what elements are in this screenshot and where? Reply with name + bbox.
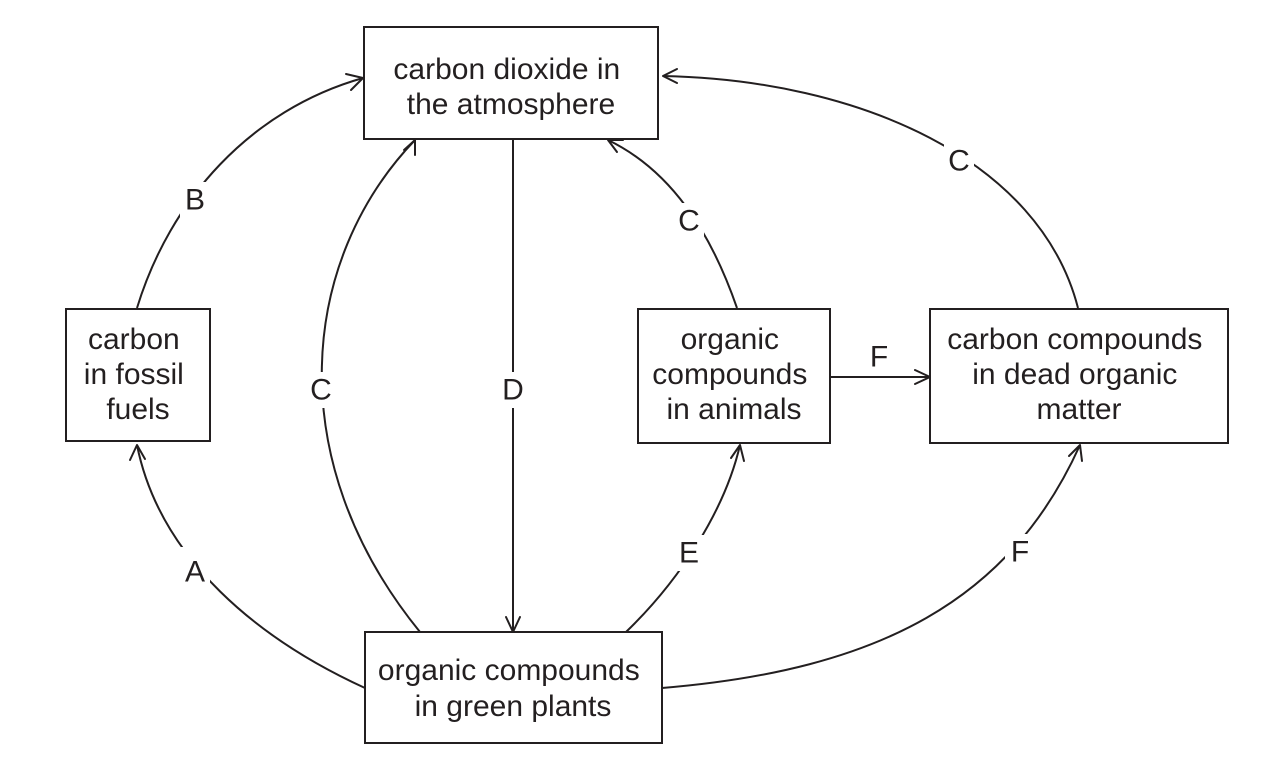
node-animals-box xyxy=(637,308,831,444)
edge-plants-to-dead xyxy=(661,444,1081,689)
node-fossil-box xyxy=(65,308,211,442)
edge-label-d: D xyxy=(502,374,524,407)
arrowhead-plants-to-animals xyxy=(730,444,745,462)
node-fossil-text: carbon in fossil fuels xyxy=(84,323,192,426)
node-animals: organic compounds in animals xyxy=(637,308,831,444)
edge-fossil-to-atmosphere xyxy=(136,77,364,309)
node-atmosphere-line-1: carbon dioxide in xyxy=(393,53,620,86)
node-animals-line-1: organic xyxy=(681,323,779,356)
node-plants-box xyxy=(364,631,663,744)
edge-label-c-animals: C xyxy=(678,205,700,238)
arrowhead-plants-to-fossil xyxy=(129,444,146,461)
arrowhead-plants-to-atmosphere xyxy=(403,139,416,156)
edge-label-c-dead: C xyxy=(948,145,970,178)
edge-label-f-animals: F xyxy=(870,341,888,374)
node-atmosphere-box xyxy=(363,26,659,140)
node-plants-line-2: in green plants xyxy=(415,690,612,723)
edge-label-b: B xyxy=(185,184,205,217)
node-fossil-line-2: in fossil xyxy=(84,358,184,391)
arrowhead-dead-to-atmosphere xyxy=(662,68,678,84)
edge-label-c-plants: C xyxy=(310,374,332,407)
edge-animals-to-atmosphere xyxy=(607,139,738,309)
node-dead-box xyxy=(929,308,1229,444)
edge-plants-to-atmosphere xyxy=(320,139,421,633)
node-dead: carbon compounds in dead organic matter xyxy=(929,308,1229,444)
edge-plants-to-fossil xyxy=(136,444,366,689)
node-plants-text: organic compounds in green plants xyxy=(378,654,648,723)
node-dead-line-3: matter xyxy=(1036,393,1121,426)
node-animals-line-2: compounds xyxy=(652,358,807,391)
arrowhead-plants-to-dead xyxy=(1068,444,1083,462)
node-fossil: carbon in fossil fuels xyxy=(65,308,211,442)
node-dead-line-2: in dead organic xyxy=(972,358,1177,391)
node-atmosphere: carbon dioxide in the atmosphere xyxy=(363,26,659,140)
node-plants-line-1: organic compounds xyxy=(378,654,640,687)
node-fossil-line-3: fuels xyxy=(106,393,169,426)
node-plants: organic compounds in green plants xyxy=(364,631,663,744)
node-dead-line-1: carbon compounds xyxy=(947,323,1202,356)
node-fossil-line-1: carbon xyxy=(88,323,180,356)
node-atmosphere-text: carbon dioxide in the atmosphere xyxy=(393,53,628,121)
node-dead-text: carbon compounds in dead organic matter xyxy=(947,323,1211,426)
edge-dead-to-atmosphere xyxy=(662,75,1079,309)
edge-labels: A B C D C C E F F xyxy=(180,143,1035,589)
node-animals-text: organic compounds in animals xyxy=(652,323,815,426)
edge-label-e: E xyxy=(679,537,699,570)
node-atmosphere-line-2: the atmosphere xyxy=(407,88,615,121)
node-animals-line-3: in animals xyxy=(666,393,801,426)
edge-label-f-plants: F xyxy=(1011,536,1029,569)
edge-label-a: A xyxy=(185,556,205,589)
